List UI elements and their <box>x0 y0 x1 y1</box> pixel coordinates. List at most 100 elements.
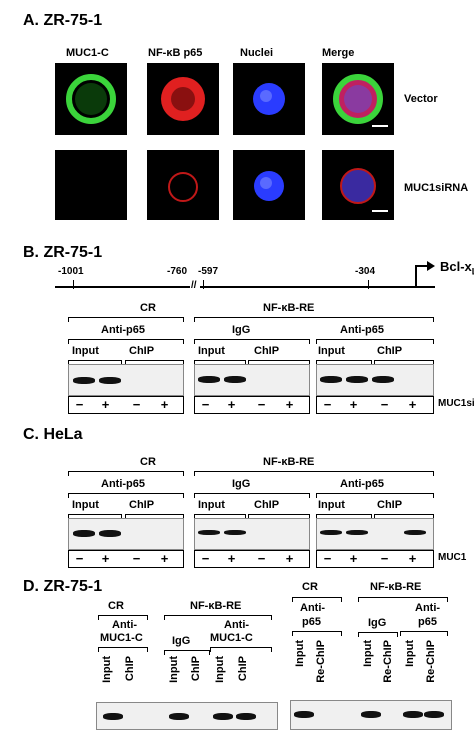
c-sign: + <box>349 551 358 566</box>
micrograph-sirna-merge <box>322 150 394 220</box>
d-right-input-2: Input <box>362 640 374 667</box>
c-signs-cr <box>68 550 184 568</box>
b-sign: + <box>285 397 294 412</box>
pos-1001: -1001 <box>58 266 84 277</box>
pos-304: -304 <box>355 266 376 277</box>
b-sign: − <box>257 397 266 412</box>
b-treatment-label: MUC1siRNA <box>438 398 474 409</box>
d-left-anti: Anti- <box>112 619 138 631</box>
d-left-gel <box>96 702 278 730</box>
b-nfkb-label: NF-κB-RE <box>263 302 315 314</box>
d-right-rechip-1: Re-ChIP <box>315 640 327 683</box>
micrograph-vector-nfkb <box>147 63 219 135</box>
d-right-anti: Anti- <box>300 602 326 614</box>
pos-760: -760 <box>167 266 188 277</box>
c-sign: + <box>408 551 417 566</box>
b-signs-igg <box>194 396 310 414</box>
micrograph-sirna-muc1c <box>55 150 127 220</box>
d-left-chip-1: ChIP <box>124 656 136 682</box>
col-label-merge: Merge <box>322 47 355 59</box>
d-left-input-3: Input <box>214 656 226 683</box>
b-antip65-chip: ChIP <box>377 345 403 357</box>
d-left-input-1: Input <box>101 656 113 683</box>
b-cr-label: CR <box>140 302 156 314</box>
c-antip65-chip: ChIP <box>377 499 403 511</box>
b-sign: + <box>160 397 169 412</box>
panel-d-title: D. ZR-75-1 <box>23 578 103 595</box>
c-nfkb-antip65: Anti-p65 <box>340 478 384 490</box>
c-cr-chip: ChIP <box>129 499 155 511</box>
d-left-input-2: Input <box>168 656 180 683</box>
b-sign: + <box>349 397 358 412</box>
c-sign: − <box>132 551 141 566</box>
gene-label: Bcl-xL <box>440 259 474 276</box>
d-right-gel <box>290 700 452 730</box>
b-gel-antip65 <box>316 364 434 396</box>
d-right-rechip-3: Re-ChIP <box>425 640 437 683</box>
d-right-rechip-2: Re-ChIP <box>382 640 394 683</box>
d-right-nfkb: NF-κB-RE <box>370 581 422 593</box>
b-gel-cr <box>68 364 184 396</box>
d-left-chip-2: ChIP <box>190 656 202 682</box>
micrograph-vector-merge <box>322 63 394 135</box>
c-sign: − <box>201 551 210 566</box>
c-cr-label: CR <box>140 456 156 468</box>
c-sign: − <box>75 551 84 566</box>
b-igg-chip: ChIP <box>254 345 280 357</box>
b-gel-igg <box>194 364 310 396</box>
b-cr-chip: ChIP <box>129 345 155 357</box>
b-sign: + <box>227 397 236 412</box>
c-sign: − <box>380 551 389 566</box>
b-sign: − <box>380 397 389 412</box>
micrograph-sirna-nuclei <box>233 150 305 220</box>
d-left-nfkb-anti: Anti- <box>224 619 250 631</box>
c-signs-igg <box>194 550 310 568</box>
c-signs-antip65 <box>316 550 434 568</box>
tss-arrow <box>415 265 417 287</box>
c-antip65-input: Input <box>318 499 345 511</box>
b-sign: + <box>101 397 110 412</box>
c-sign: − <box>323 551 332 566</box>
d-left-chip-3: ChIP <box>237 656 249 682</box>
row-label-sirna: MUC1siRNA <box>404 182 469 194</box>
b-sign: − <box>201 397 210 412</box>
c-igg: IgG <box>232 478 251 490</box>
panel-b-title: B. ZR-75-1 <box>23 244 103 261</box>
b-sign: + <box>408 397 417 412</box>
d-right-cr: CR <box>302 581 318 593</box>
c-gel-igg <box>194 518 310 550</box>
d-left-nfkb-anti-muc1c: MUC1-C <box>210 632 253 644</box>
b-sign: − <box>75 397 84 412</box>
panel-c-title: C. HeLa <box>23 426 83 443</box>
c-sign: − <box>257 551 266 566</box>
d-left-igg: IgG <box>172 635 191 647</box>
micrograph-vector-muc1c <box>55 63 127 135</box>
c-gel-antip65 <box>316 518 434 550</box>
promoter-line <box>55 286 435 288</box>
c-igg-input: Input <box>198 499 225 511</box>
col-label-nuclei: Nuclei <box>240 47 274 59</box>
c-sign: + <box>285 551 294 566</box>
c-cr-antip65: Anti-p65 <box>101 478 145 490</box>
d-left-cr: CR <box>108 600 124 612</box>
b-sign: − <box>323 397 332 412</box>
d-right-input-3: Input <box>404 640 416 667</box>
pos-597: -597 <box>198 266 219 277</box>
c-igg-chip: ChIP <box>254 499 280 511</box>
b-igg: IgG <box>232 324 251 336</box>
c-cr-input: Input <box>72 499 99 511</box>
d-right-igg: IgG <box>368 617 387 629</box>
panel-a-title: A. ZR-75-1 <box>23 12 103 29</box>
d-left-nfkb: NF-κB-RE <box>190 600 242 612</box>
c-gel-cr <box>68 518 184 550</box>
b-signs-cr <box>68 396 184 414</box>
col-label-muc1c: MUC1-C <box>66 47 109 59</box>
b-sign: − <box>132 397 141 412</box>
c-nfkb-label: NF-κB-RE <box>263 456 315 468</box>
b-signs-antip65 <box>316 396 434 414</box>
b-nfkb-antip65: Anti-p65 <box>340 324 384 336</box>
c-sign: + <box>227 551 236 566</box>
row-label-vector: Vector <box>404 93 438 105</box>
c-treatment-label: MUC1 <box>438 552 467 563</box>
d-right-nfkb-anti-p65: p65 <box>418 616 437 628</box>
